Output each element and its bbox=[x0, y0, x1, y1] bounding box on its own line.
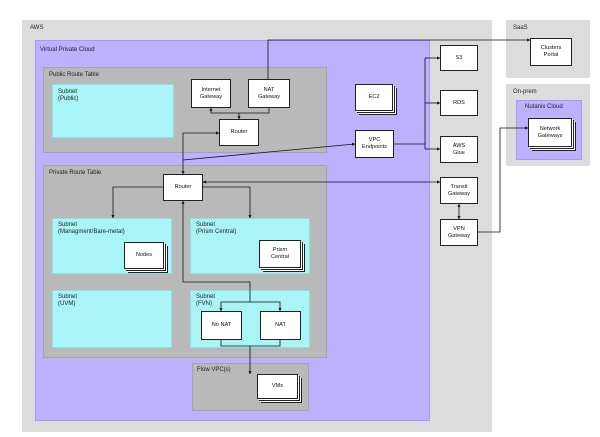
rds-node[interactable]: RDS bbox=[440, 90, 478, 116]
router-public-node[interactable]: Router bbox=[219, 119, 259, 146]
public-route-table-label: Public Route Table bbox=[49, 72, 99, 78]
vpn-gateway-node[interactable]: VPN Gateway bbox=[440, 219, 478, 246]
s3-node[interactable]: S3 bbox=[440, 45, 478, 71]
ec2-node[interactable]: EC2 bbox=[355, 84, 393, 111]
no-nat-node[interactable]: No NAT bbox=[201, 311, 242, 340]
nat-gateway-node[interactable]: NAT Gateway bbox=[248, 79, 290, 108]
network-gateways-node[interactable]: Network Gateways bbox=[528, 118, 572, 147]
onprem-label: On-prem bbox=[513, 89, 537, 95]
subnet-public-label: Subnet (Public) bbox=[58, 89, 79, 102]
nutanix-cloud-label: Nutanix Cloud bbox=[525, 104, 563, 110]
private-route-table-label: Private Route Table bbox=[49, 170, 102, 176]
subnet-uvm-label: Subnet (UVM) bbox=[58, 294, 78, 307]
aws-glue-node[interactable]: AWS Glue bbox=[440, 136, 478, 163]
transit-gateway-node[interactable]: Transit Gateway bbox=[440, 177, 478, 204]
vpc-endpoints-node[interactable]: VPC Endpoints bbox=[355, 130, 394, 158]
subnet-prism-central-label: Subnet (Prism Central) bbox=[196, 222, 237, 235]
router-private-node[interactable]: Router bbox=[163, 174, 203, 201]
vpc-label: Virtual Private Cloud bbox=[40, 47, 95, 53]
subnet-uvm bbox=[52, 290, 172, 348]
clusters-portal-node[interactable]: Clusters Portal bbox=[530, 38, 572, 66]
subnet-management-label: Subnet (Managment/Bare-metal) bbox=[58, 222, 125, 235]
vms-node[interactable]: VMs bbox=[257, 374, 298, 399]
subnet-fvn-label: Subnet (FVN) bbox=[196, 294, 216, 307]
nodes-node[interactable]: Nodes bbox=[124, 242, 164, 269]
internet-gateway-node[interactable]: Internet Gateway bbox=[191, 79, 231, 108]
prism-central-node[interactable]: Prism Central bbox=[259, 240, 301, 268]
saas-label: SaaS bbox=[513, 25, 528, 31]
subnet-public bbox=[52, 84, 174, 138]
aws-label: AWS bbox=[30, 25, 44, 31]
flow-vpc-label: Flow VPC(s) bbox=[197, 367, 231, 373]
nat-node[interactable]: NAT bbox=[260, 311, 301, 340]
